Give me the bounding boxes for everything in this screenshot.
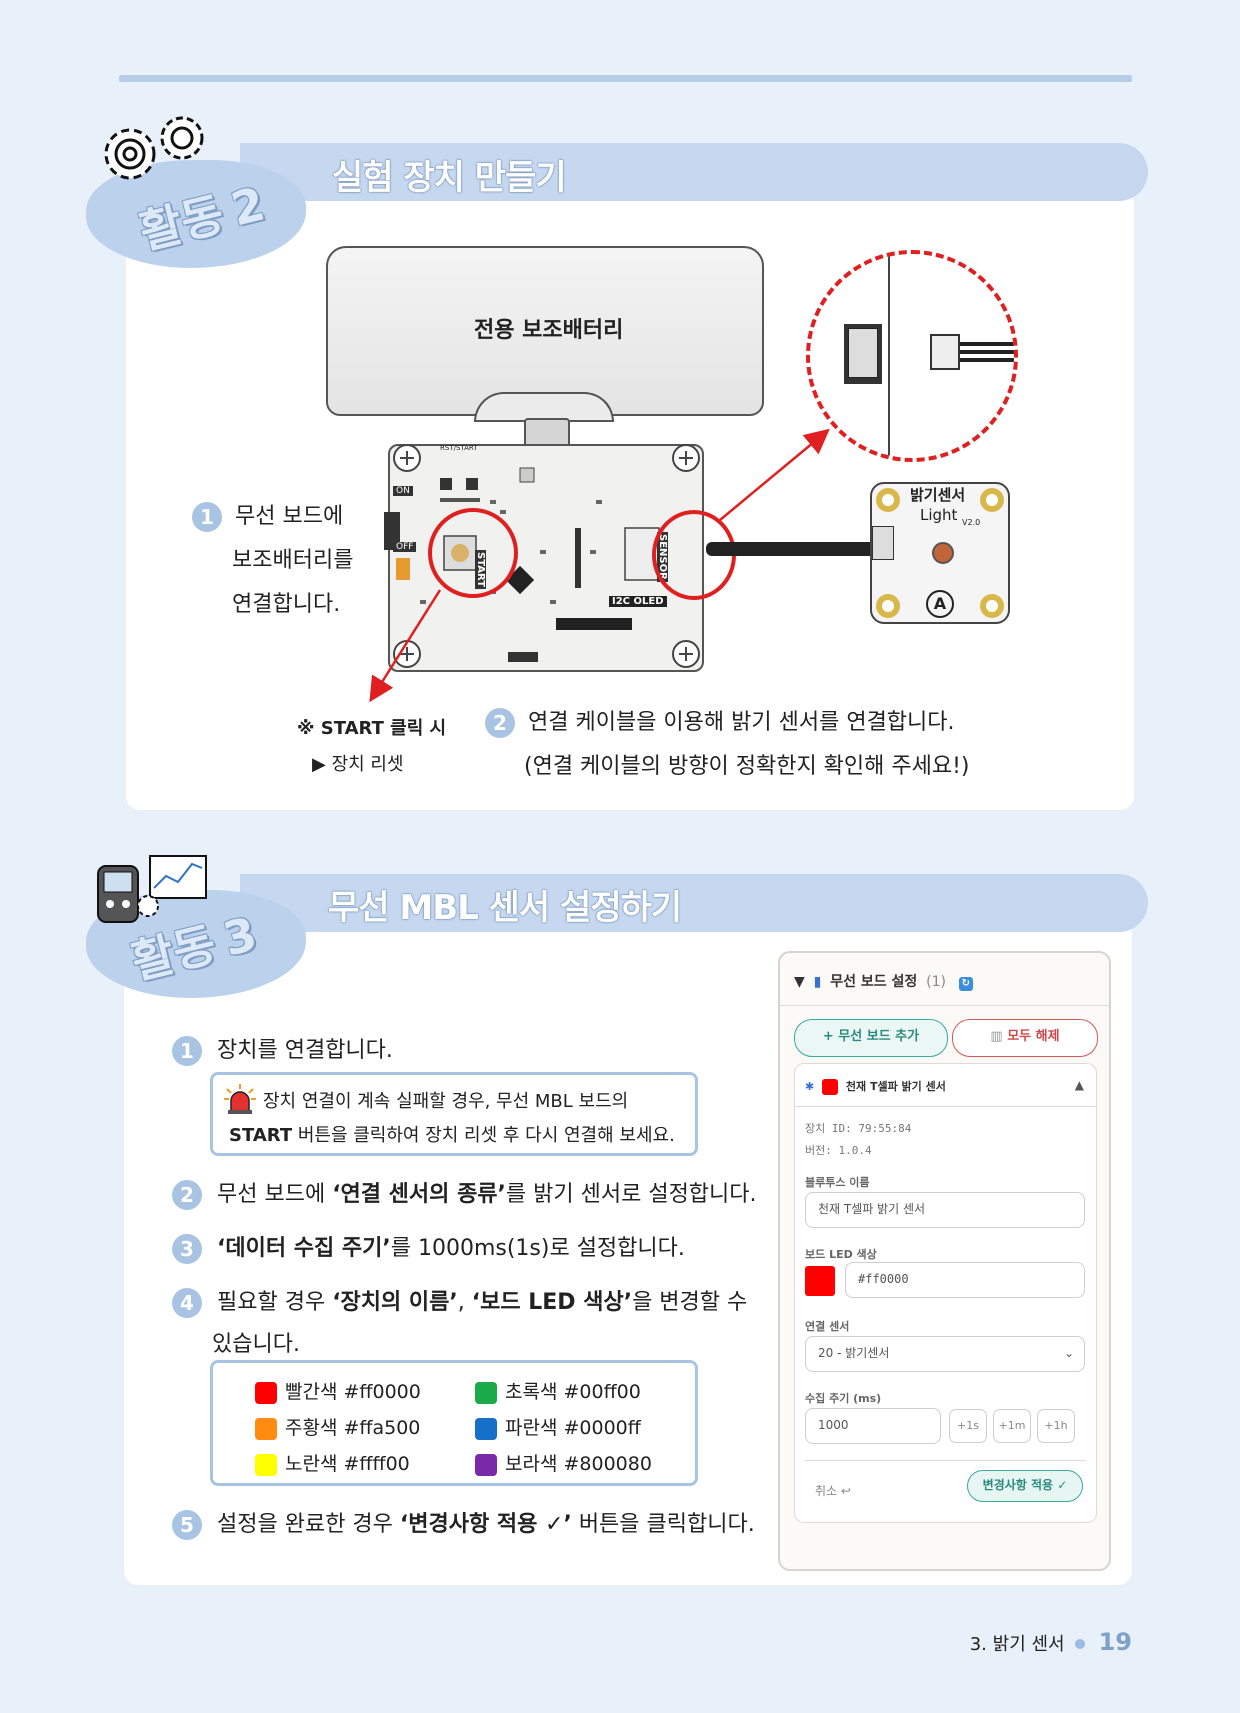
chevron-down-icon: ⌄ bbox=[1063, 1346, 1074, 1360]
cancel-button[interactable]: 취소 ↩ bbox=[815, 1484, 851, 1498]
apply-changes-button[interactable]: 변경사항 적용 ✓ bbox=[967, 1470, 1083, 1502]
board-settings-panel: ▼ ▮ 무선 보드 설정 (1) ↻ + 무선 보드 추가 ▥ 모두 해제 ✱ … bbox=[778, 951, 1111, 1571]
chapter-label: 3. 밝기 센서 bbox=[969, 1634, 1065, 1655]
led-color-picker[interactable] bbox=[805, 1266, 835, 1296]
start-button-highlight bbox=[428, 508, 518, 598]
sensor-version: V2.0 bbox=[962, 518, 981, 527]
step-number-badge: 5 bbox=[172, 1510, 202, 1540]
warning-line2: START 버튼을 클릭하여 장치 리셋 후 다시 연결해 보세요. bbox=[229, 1125, 675, 1146]
led-color-label: 보드 LED 색상 bbox=[805, 1248, 877, 1261]
step-number-badge: 1 bbox=[192, 502, 222, 532]
bt-name-label: 블루투스 이름 bbox=[805, 1176, 870, 1189]
bt-name-input[interactable]: 천재 T셀파 밝기 센서 bbox=[805, 1192, 1085, 1228]
reset-note: ▶ 장치 리셋 bbox=[312, 754, 404, 775]
swatch bbox=[475, 1453, 497, 1476]
color-green: 초록색 #00ff00 bbox=[475, 1377, 641, 1404]
firmware-version: 버전: 1.0.4 bbox=[805, 1144, 872, 1157]
swatch bbox=[475, 1381, 497, 1404]
divider bbox=[795, 1106, 1096, 1107]
color-orange: 주황색 #ffa500 bbox=[255, 1413, 420, 1440]
divider bbox=[805, 1460, 1086, 1461]
zoom-circle bbox=[806, 250, 1018, 462]
activity2-step1: 1 무선 보드에 bbox=[192, 498, 343, 532]
collapse-icon[interactable]: ▼ bbox=[794, 974, 805, 990]
signal-icon: ▮ bbox=[813, 974, 822, 990]
refresh-icon[interactable]: ↻ bbox=[958, 977, 973, 991]
board-rst-label: RST/START bbox=[440, 444, 478, 452]
add-board-button[interactable]: + 무선 보드 추가 bbox=[794, 1019, 948, 1057]
step-number-badge: 4 bbox=[172, 1288, 202, 1318]
color-purple: 보라색 #800080 bbox=[475, 1449, 652, 1476]
plus-1h-button[interactable]: +1h bbox=[1037, 1409, 1075, 1443]
start-note: ※ START 클릭 시 bbox=[297, 718, 447, 739]
activity2-step1-line2: 보조배터리를 bbox=[232, 548, 354, 573]
period-input[interactable]: 1000 bbox=[805, 1408, 941, 1444]
sensor-label: 연결 센서 bbox=[805, 1320, 850, 1333]
swatch bbox=[255, 1381, 277, 1404]
step-number-badge: 2 bbox=[485, 708, 515, 738]
bluetooth-icon: ✱ bbox=[805, 1080, 815, 1093]
sensor-light: Light bbox=[920, 506, 958, 524]
trash-icon: ▥ bbox=[990, 1029, 1008, 1044]
device-id: 장치 ID: 79:55:84 bbox=[805, 1122, 912, 1135]
activity2-title: 실험 장치 만들기 bbox=[332, 158, 567, 198]
panel-header[interactable]: ▼ ▮ 무선 보드 설정 (1) ↻ bbox=[794, 971, 973, 991]
swatch bbox=[255, 1417, 277, 1440]
divider bbox=[780, 1005, 1109, 1006]
swatch bbox=[475, 1417, 497, 1440]
color-table: 빨간색 #ff0000 초록색 #00ff00 주황색 #ffa500 파란색 … bbox=[210, 1360, 698, 1486]
battery-image bbox=[326, 246, 764, 416]
color-yellow: 노란색 #ffff00 bbox=[255, 1449, 410, 1476]
sensor-mark: A bbox=[926, 590, 954, 618]
activity2-step2: 2 연결 케이블을 이용해 밝기 센서를 연결합니다. bbox=[485, 704, 955, 738]
plus-1m-button[interactable]: +1m bbox=[993, 1409, 1031, 1443]
sensor-title: 밝기센서 bbox=[910, 486, 966, 504]
color-blue: 파란색 #0000ff bbox=[475, 1413, 641, 1440]
swatch bbox=[255, 1453, 277, 1476]
color-red: 빨간색 #ff0000 bbox=[255, 1377, 421, 1404]
activity3-step1: 1 장치를 연결합니다. bbox=[172, 1032, 393, 1066]
step-number-badge: 3 bbox=[172, 1234, 202, 1264]
clear-all-button[interactable]: ▥ 모두 해제 bbox=[952, 1019, 1098, 1057]
page-number: 19 bbox=[1098, 1628, 1132, 1656]
activity3-step4: 4 필요할 경우 ‘장치의 이름’, ‘보드 LED 색상’을 변경할 수 bbox=[172, 1284, 747, 1318]
siren-icon bbox=[224, 1084, 256, 1114]
gears-icon bbox=[104, 116, 204, 180]
collapse-card-icon[interactable]: ▲ bbox=[1074, 1078, 1084, 1092]
activity2-banner bbox=[240, 143, 1148, 201]
board-oled-label: I2C OLED bbox=[609, 596, 667, 607]
warning-line1: 장치 연결이 계속 실패할 경우, 무선 MBL 보드의 bbox=[263, 1091, 629, 1112]
activity3-step5: 5 설정을 완료한 경우 ‘변경사항 적용 ✓’ 버튼을 클릭합니다. bbox=[172, 1506, 755, 1540]
board-on-label: ON bbox=[393, 486, 413, 496]
device-card: ✱ 천재 T셀파 밝기 센서 ▲ 장치 ID: 79:55:84 버전: 1.0… bbox=[794, 1063, 1097, 1523]
page-footer: 3. 밝기 센서 19 bbox=[970, 1628, 1132, 1656]
activity3-step3: 3 ‘데이터 수집 주기’를 1000ms(1s)로 설정합니다. bbox=[172, 1230, 685, 1264]
plus-1s-button[interactable]: +1s bbox=[949, 1409, 987, 1443]
footer-dot bbox=[1074, 1638, 1085, 1649]
device-header[interactable]: ✱ 천재 T셀파 밝기 센서 bbox=[805, 1079, 946, 1095]
led-color-indicator bbox=[822, 1079, 839, 1095]
warning-box: 장치 연결이 계속 실패할 경우, 무선 MBL 보드의 START 버튼을 클… bbox=[210, 1072, 698, 1156]
step-number-badge: 2 bbox=[172, 1180, 202, 1210]
battery-label: 전용 보조배터리 bbox=[474, 318, 624, 343]
sensor-select[interactable]: 20 - 밝기센서 ⌄ bbox=[805, 1336, 1085, 1372]
top-rule bbox=[119, 75, 1132, 82]
activity3-title: 무선 MBL 센서 설정하기 bbox=[328, 888, 682, 928]
activity2-step2-note: (연결 케이블의 방향이 정확한지 확인해 주세요!) bbox=[524, 754, 970, 779]
activity2-step1-line3: 연결합니다. bbox=[232, 592, 341, 617]
led-color-input[interactable]: #ff0000 bbox=[845, 1262, 1085, 1298]
connection-cable bbox=[706, 542, 876, 556]
activity3-step2: 2 무선 보드에 ‘연결 센서의 종류’를 밝기 센서로 설정합니다. bbox=[172, 1176, 757, 1210]
meter-chart-icon bbox=[97, 855, 207, 923]
activity3-banner bbox=[240, 874, 1148, 932]
step-number-badge: 1 bbox=[172, 1036, 202, 1066]
activity3-step4-line2: 있습니다. bbox=[212, 1332, 300, 1357]
board-off-label: OFF bbox=[393, 542, 417, 552]
period-label: 수집 주기 (ms) bbox=[805, 1392, 882, 1405]
